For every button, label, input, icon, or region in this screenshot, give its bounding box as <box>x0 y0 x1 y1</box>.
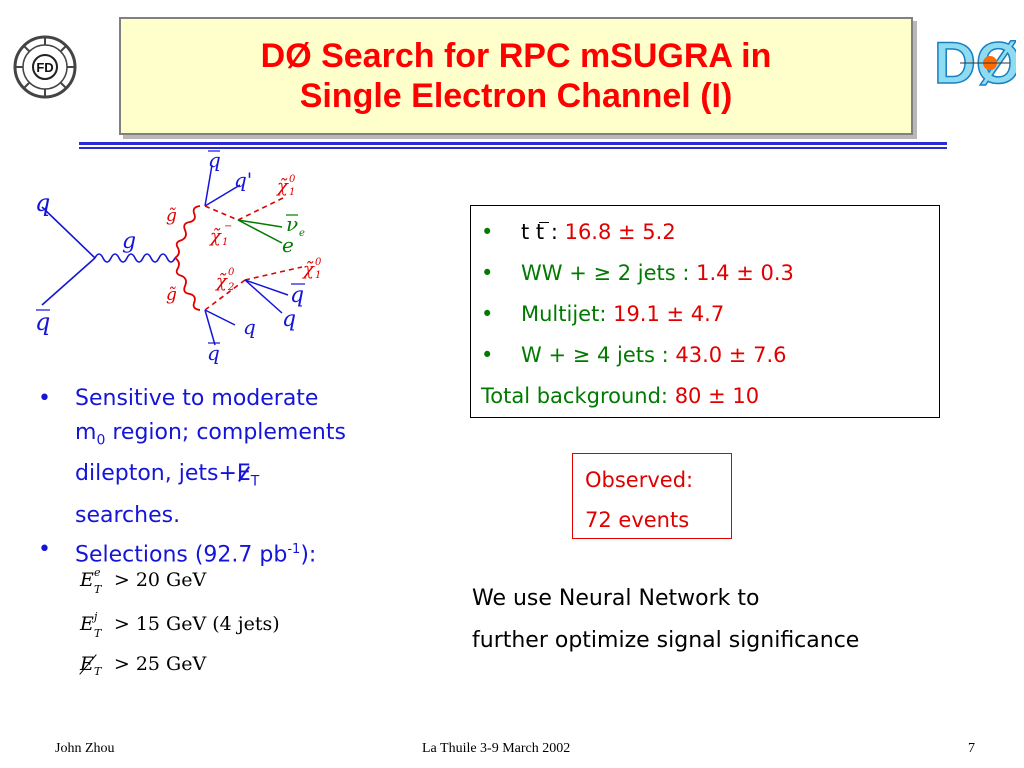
label-qbar-top: q <box>208 148 221 172</box>
chargino-line <box>204 205 239 221</box>
incoming-quark-line <box>41 206 96 259</box>
neural-network-note: We use Neural Network to further optimiz… <box>472 586 860 653</box>
label-gluino-bottom: g̃ <box>166 285 177 305</box>
neutralino-bottom-line <box>244 266 303 281</box>
background-item-multijet: •Multijet: 19.1 ± 4.7 <box>481 302 725 326</box>
fd-logo-text: FD <box>36 60 53 75</box>
label-qbar-left: q <box>35 308 50 336</box>
page-title-line-1: DØ Search for RPC mSUGRA in <box>260 37 772 75</box>
left-bullet-list: • Sensitive to moderate m0 region; compl… <box>38 382 418 572</box>
label-qprime: q' <box>234 168 252 192</box>
background-list: •t t : 16.8 ± 5.2 •WW + ≥ 2 jets : 1.4 ±… <box>481 212 939 376</box>
observed-count: 72 events <box>585 508 690 532</box>
label-gluon: g <box>122 229 136 254</box>
title-divider-top <box>79 142 947 145</box>
bullet-sensitivity: • Sensitive to moderate m0 region; compl… <box>38 382 418 533</box>
svg-text:1: 1 <box>289 187 295 198</box>
fermilab-wheel-logo: FD <box>13 35 77 99</box>
title-divider-bottom <box>79 147 947 149</box>
svg-text:2: 2 <box>227 282 234 293</box>
label-neutralino-top: χ̃ <box>275 176 289 197</box>
label-gluino-top: g̃ <box>166 206 177 226</box>
label-neutrino: ν <box>286 212 298 236</box>
background-summary-box: •t t : 16.8 ± 5.2 •WW + ≥ 2 jets : 1.4 ±… <box>470 205 940 418</box>
page-title-line-2: Single Electron Channel (I) <box>299 77 733 115</box>
background-item-ttbar: •t t : 16.8 ± 5.2 <box>481 220 676 244</box>
missing-et-symbol: E <box>236 461 251 487</box>
background-item-ww: •WW + ≥ 2 jets : 1.4 ± 0.3 <box>481 261 794 285</box>
label-neutralino-2: χ̃ <box>214 271 228 292</box>
neutrino-line <box>237 219 283 228</box>
footer-venue: La Thuile 3-9 March 2002 <box>422 741 571 756</box>
label-neutralino-bottom: χ̃ <box>301 259 315 280</box>
feynman-diagram: q q g g̃ g̃ q q' χ̃ 1 − χ̃ 1 0 ν e e χ̃ … <box>35 148 322 365</box>
bullet-dot: • <box>38 386 51 411</box>
incoming-antiquark-line <box>41 257 96 306</box>
label-q-left: q <box>35 189 50 217</box>
label-chargino: χ̃ <box>208 226 222 247</box>
svg-text:1: 1 <box>222 237 228 248</box>
svg-text:1: 1 <box>315 270 321 281</box>
title-box: DØ Search for RPC mSUGRA in Single Elect… <box>119 17 913 135</box>
total-background: Total background: 80 ± 10 <box>481 384 760 408</box>
label-q-bottom: q <box>243 315 256 339</box>
electron-line <box>237 219 283 244</box>
background-item-w: •W + ≥ 4 jets : 43.0 ± 7.6 <box>481 343 787 367</box>
gluon-propagator <box>94 253 176 263</box>
observed-label: Observed: <box>585 468 694 492</box>
svg-text:−: − <box>224 221 232 232</box>
label-qbar-bottom: q <box>207 341 220 365</box>
d0-logo-text: DØ <box>934 31 1016 96</box>
label-q-right: q <box>282 307 296 332</box>
observed-events-box: Observed: 72 events <box>572 453 732 539</box>
label-electron: e <box>282 233 294 257</box>
svg-text:e: e <box>299 228 305 239</box>
footer-author: John Zhou <box>55 741 115 756</box>
d0-logo: DØ <box>933 30 1016 97</box>
svg-text:0: 0 <box>315 257 322 268</box>
gluino-bottom-line <box>174 257 201 311</box>
svg-text:0: 0 <box>289 174 296 185</box>
svg-text:0: 0 <box>228 267 235 278</box>
footer-page-number: 7 <box>968 741 975 756</box>
label-qbar-right: q <box>290 283 304 308</box>
gluino-top-line <box>174 205 201 259</box>
bullet-selections: • Selections (92.7 pb-1): <box>38 536 317 568</box>
neutralino-top-line <box>237 196 286 221</box>
